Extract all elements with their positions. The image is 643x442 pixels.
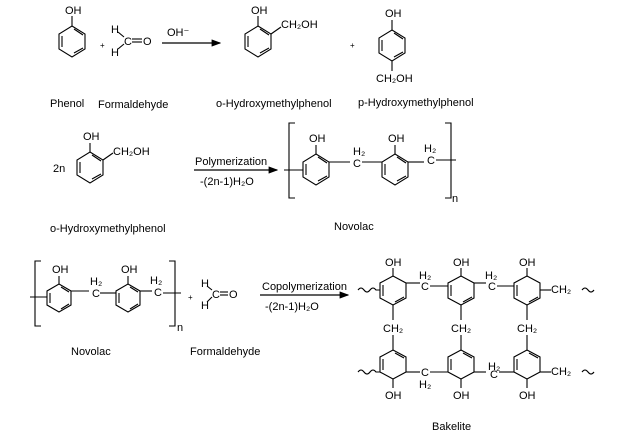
phenol-oh: OH xyxy=(65,5,82,17)
novolac-oh-1: OH xyxy=(309,133,326,145)
bakelite-c-top: C xyxy=(488,281,496,293)
bakelite-structure: OH OH OH H₂ C H₂ C CH₂ CH₂ CH₂ CH₂ xyxy=(357,257,595,402)
bakelite-ch2-link: CH₂ xyxy=(451,323,471,335)
bakelite-top-oh: OH xyxy=(385,257,402,269)
novolac-end-h2: H₂ xyxy=(424,143,436,155)
bakelite-name: Bakelite xyxy=(432,421,471,433)
benzene-ring xyxy=(302,153,330,186)
water-loss-label: -(2n-1)H₂O xyxy=(200,176,254,188)
novolac-c: C xyxy=(353,158,361,170)
bakelite-top-oh: OH xyxy=(453,257,470,269)
novolac-end-c: C xyxy=(427,155,435,167)
ortho-product-structure: OH CH₂OH xyxy=(244,5,318,58)
novolac-subscript: n xyxy=(177,322,183,334)
reactant-oh: OH xyxy=(83,131,100,143)
benzene-ring xyxy=(46,283,72,313)
reactant-ch2oh: CH₂OH xyxy=(113,146,150,158)
novolac-h2: H₂ xyxy=(90,276,102,288)
phenol-name: Phenol xyxy=(50,98,84,110)
formaldehyde-structure: H C O H xyxy=(111,24,152,59)
formaldehyde-name: Formaldehyde xyxy=(190,346,260,358)
wavy-chain-end xyxy=(581,369,595,375)
formaldehyde-structure: H C O H xyxy=(201,278,238,312)
bakelite-ch2-end: CH₂ xyxy=(551,284,571,296)
benzene-ring xyxy=(76,151,104,184)
bakelite-h2-top: H₂ xyxy=(419,270,431,282)
bakelite-ch2-link: CH₂ xyxy=(517,323,537,335)
formaldehyde-name: Formaldehyde xyxy=(98,99,168,111)
copolymerization-label: Copolymerization xyxy=(262,281,347,293)
ortho-oh: OH xyxy=(251,5,268,17)
reactant-structure: OH CH₂OH xyxy=(76,131,150,184)
novolac-c: C xyxy=(92,288,100,300)
novolac-end-h2: H₂ xyxy=(150,275,162,287)
formaldehyde-c: C xyxy=(124,36,132,48)
novolac-name: Novolac xyxy=(71,346,111,358)
benzene-ring xyxy=(244,25,272,58)
ortho-product-name: o-Hydroxymethylphenol xyxy=(216,98,332,110)
bakelite-top-oh: OH xyxy=(519,257,536,269)
novolac-oh-2: OH xyxy=(121,264,138,276)
bakelite-bottom-oh: OH xyxy=(519,390,536,402)
bakelite-ch2-link: CH₂ xyxy=(383,323,403,335)
benzene-ring xyxy=(379,349,407,380)
benzene-ring xyxy=(447,349,475,380)
water-loss-label: -(2n-1)H₂O xyxy=(265,301,319,313)
novolac-subscript: n xyxy=(452,193,458,205)
formaldehyde-h-top: H xyxy=(201,278,209,290)
formaldehyde-c: C xyxy=(212,289,220,301)
reactant-name: o-Hydroxymethylphenol xyxy=(50,223,166,235)
benzene-ring xyxy=(379,275,407,306)
plus-sign: + xyxy=(100,41,105,50)
para-product-structure: OH CH₂OH xyxy=(376,8,413,85)
novolac-h2: H₂ xyxy=(353,146,365,158)
ortho-ch2oh: CH₂OH xyxy=(281,19,318,31)
stoichiometric-coefficient: 2n xyxy=(53,163,65,175)
novolac-name: Novolac xyxy=(334,221,374,233)
para-product-name: p-Hydroxymethylphenol xyxy=(358,97,474,109)
novolac-structure: OH H₂ C OH H₂ C n xyxy=(284,122,458,205)
bakelite-h2-bottom: H₂ xyxy=(488,361,500,373)
bakelite-bottom-oh: OH xyxy=(385,390,402,402)
bakelite-h2-bottom: H₂ xyxy=(419,379,431,391)
bakelite-ch2-end: CH₂ xyxy=(551,366,571,378)
bakelite-c-bottom: C xyxy=(421,367,429,379)
novolac-reactant-structure: OH H₂ C OH H₂ C n xyxy=(30,260,183,334)
formaldehyde-h-bottom: H xyxy=(111,47,119,59)
benzene-ring xyxy=(381,153,409,186)
para-oh: OH xyxy=(385,8,402,20)
bakelite-bottom-oh: OH xyxy=(453,390,470,402)
novolac-end-c: C xyxy=(154,287,162,299)
wavy-chain-end xyxy=(581,287,595,293)
bakelite-c-top: C xyxy=(421,281,429,293)
wavy-chain-end xyxy=(357,369,380,375)
formaldehyde-h-top: H xyxy=(111,24,119,36)
benzene-ring xyxy=(115,283,141,313)
bakelite-c-bottom: C xyxy=(490,369,498,381)
bakelite-h2-top: H₂ xyxy=(485,270,497,282)
benzene-ring xyxy=(513,275,541,306)
novolac-oh-1: OH xyxy=(52,264,69,276)
benzene-ring xyxy=(378,29,406,62)
plus-sign: + xyxy=(188,293,193,302)
novolac-oh-2: OH xyxy=(388,133,405,145)
formaldehyde-o: O xyxy=(229,289,238,301)
benzene-ring xyxy=(513,349,541,380)
formaldehyde-o: O xyxy=(143,36,152,48)
phenol-structure: OH xyxy=(58,5,86,58)
benzene-ring xyxy=(447,275,475,306)
formaldehyde-h-bottom: H xyxy=(201,300,209,312)
wavy-chain-end xyxy=(357,287,380,293)
catalyst-label: OH⁻ xyxy=(167,27,190,39)
polymerization-label: Polymerization xyxy=(195,156,267,168)
benzene-ring xyxy=(58,25,86,58)
plus-sign: + xyxy=(350,41,355,50)
para-ch2oh: CH₂OH xyxy=(376,73,413,85)
